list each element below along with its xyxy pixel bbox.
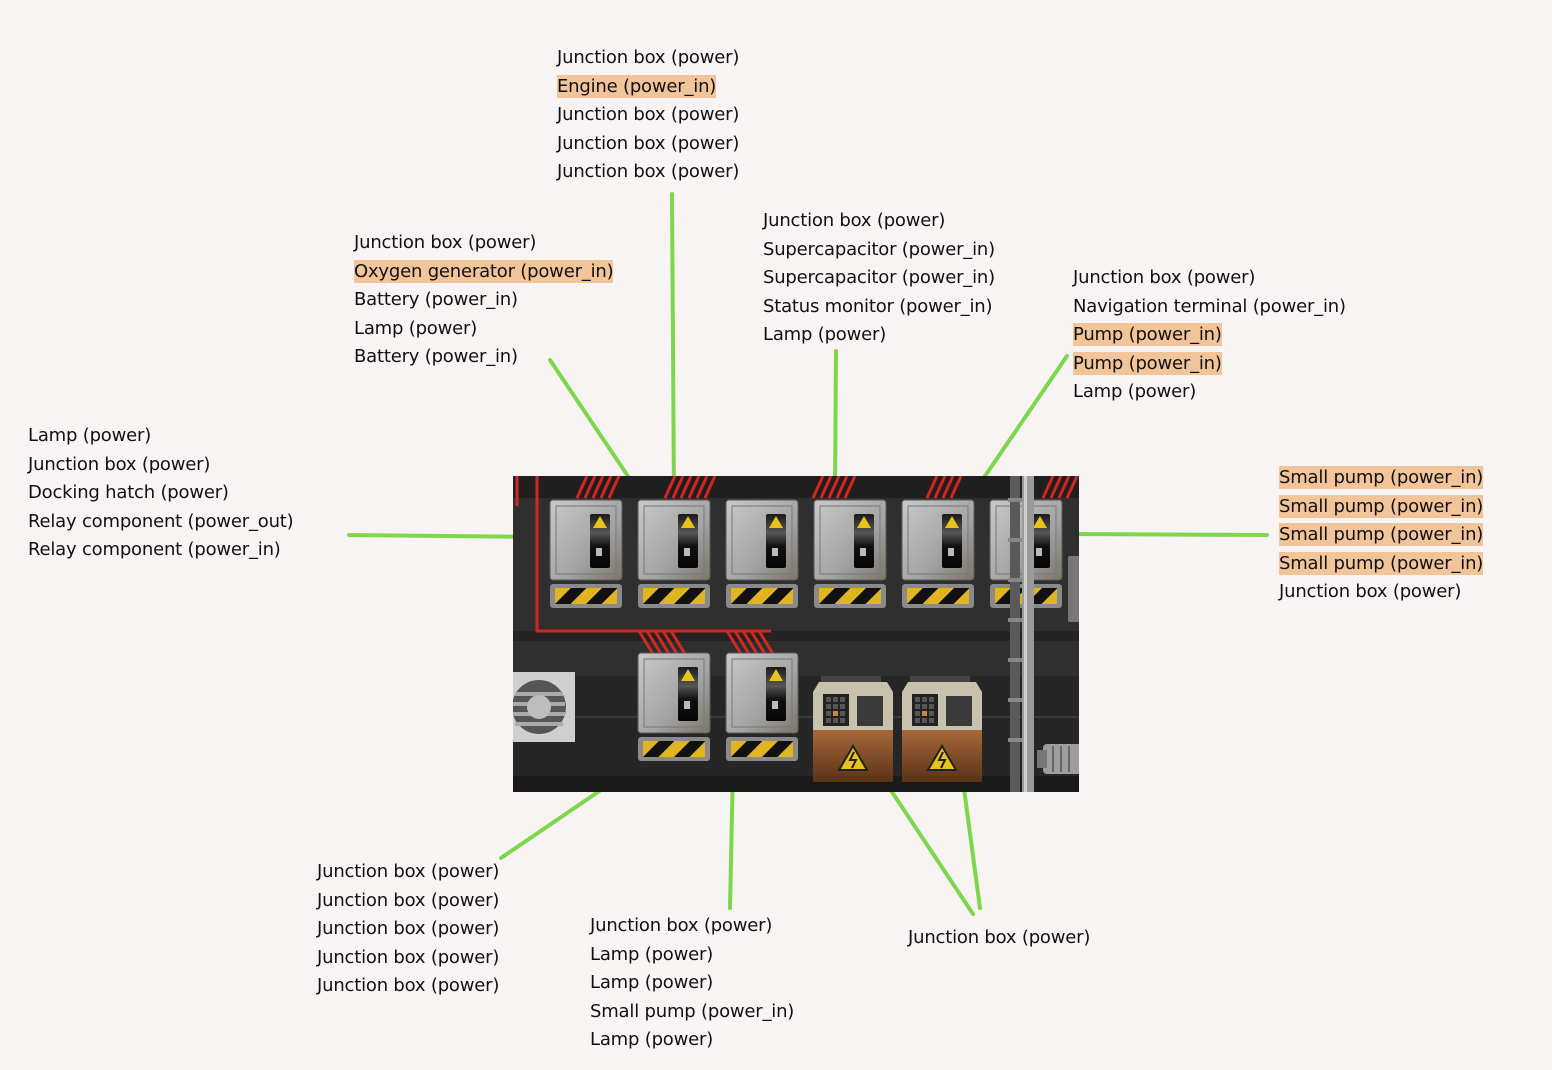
component-label-highlighted: Small pump (power_in) bbox=[1279, 523, 1484, 547]
connector-top-center bbox=[670, 192, 676, 500]
ladder bbox=[1008, 476, 1034, 792]
component-label: Relay component (power_in) bbox=[28, 539, 281, 561]
label-group-bottom-middle: Junction box (power) Lamp (power) Lamp (… bbox=[590, 912, 794, 1055]
component-label: Junction box (power) bbox=[317, 889, 500, 911]
component-label: Junction box (power) bbox=[590, 915, 773, 936]
component-label: Junction box (power) bbox=[1279, 581, 1462, 603]
label-group-bottom-right: Junction box (power) bbox=[908, 924, 1090, 953]
warning-icon bbox=[593, 516, 607, 528]
high-voltage-icon bbox=[837, 744, 869, 771]
component-label: Junction box (power) bbox=[317, 946, 500, 968]
component-label: Junction box (power) bbox=[557, 104, 740, 126]
component-label-highlighted: Small pump (power_in) bbox=[1279, 494, 1484, 518]
component-label-highlighted: Engine (power_in) bbox=[557, 74, 717, 98]
component-label: Junction box (power) bbox=[557, 132, 740, 154]
junction-box-top-4 bbox=[813, 499, 887, 608]
component-label-highlighted: Pump (power_in) bbox=[1073, 351, 1222, 375]
warning-icon bbox=[769, 669, 783, 681]
component-label: Navigation terminal (power_in) bbox=[1073, 295, 1346, 317]
vent-fan bbox=[513, 672, 575, 742]
component-label: Docking hatch (power) bbox=[28, 482, 229, 504]
relay-unit-2 bbox=[902, 676, 982, 782]
label-group-top-left: Junction box (power) Oxygen generator (p… bbox=[354, 229, 614, 372]
component-label: Junction box (power) bbox=[28, 453, 211, 475]
junction-box-top-1 bbox=[549, 499, 623, 608]
component-label: Junction box (power) bbox=[1073, 267, 1256, 288]
component-label: Junction box (power) bbox=[557, 47, 740, 68]
component-label: Lamp (power) bbox=[354, 317, 478, 339]
component-label: Junction box (power) bbox=[354, 232, 537, 253]
component-label: Small pump (power_in) bbox=[590, 1000, 795, 1022]
component-label: Junction box (power) bbox=[317, 918, 500, 940]
component-label: Junction box (power) bbox=[763, 210, 946, 231]
component-label: Junction box (power) bbox=[908, 927, 1091, 948]
label-group-top-center: Junction box (power) Engine (power_in) J… bbox=[557, 44, 739, 187]
label-group-left: Lamp (power) Junction box (power) Dockin… bbox=[28, 422, 294, 565]
warning-icon bbox=[769, 516, 783, 528]
warning-icon bbox=[857, 516, 871, 528]
component-label: Junction box (power) bbox=[317, 861, 500, 882]
power-room-scene bbox=[513, 476, 1079, 792]
component-label: Supercapacitor (power_in) bbox=[763, 238, 995, 260]
high-voltage-icon bbox=[926, 744, 958, 771]
connector-right bbox=[1064, 532, 1269, 537]
component-label-highlighted: Pump (power_in) bbox=[1073, 323, 1222, 347]
label-group-right: Small pump (power_in) Small pump (power_… bbox=[1279, 464, 1483, 607]
junction-box-top-5 bbox=[901, 499, 975, 608]
component-label-highlighted: Oxygen generator (power_in) bbox=[354, 259, 614, 283]
warning-icon bbox=[681, 516, 695, 528]
component-label: Relay component (power_out) bbox=[28, 510, 294, 532]
connector-bottom-right-b bbox=[960, 772, 982, 910]
warning-icon bbox=[681, 669, 695, 681]
component-label: Battery (power_in) bbox=[354, 346, 518, 368]
component-label: Lamp (power) bbox=[590, 1029, 714, 1051]
component-label: Junction box (power) bbox=[317, 975, 500, 997]
component-label: Lamp (power) bbox=[28, 425, 152, 446]
warning-icon bbox=[1033, 516, 1047, 528]
red-wires bbox=[515, 476, 1079, 655]
component-label: Lamp (power) bbox=[590, 943, 714, 965]
component-label-highlighted: Small pump (power_in) bbox=[1279, 551, 1484, 575]
junction-box-bottom-2 bbox=[725, 652, 799, 761]
component-label: Battery (power_in) bbox=[354, 289, 518, 311]
connector-bottom-right-a bbox=[880, 775, 975, 916]
component-label: Status monitor (power_in) bbox=[763, 295, 993, 317]
motor bbox=[1037, 744, 1079, 774]
wall-panel bbox=[1068, 556, 1079, 622]
relay-unit-1 bbox=[813, 676, 893, 782]
component-label: Lamp (power) bbox=[590, 972, 714, 994]
component-label-highlighted: Small pump (power_in) bbox=[1279, 466, 1484, 489]
junction-box-bottom-1 bbox=[637, 652, 711, 761]
scene-illustration bbox=[513, 476, 1079, 792]
component-label: Supercapacitor (power_in) bbox=[763, 267, 995, 289]
component-label: Lamp (power) bbox=[1073, 381, 1197, 403]
label-group-top-middle-right: Junction box (power) Supercapacitor (pow… bbox=[763, 207, 995, 350]
warning-icon bbox=[945, 516, 959, 528]
component-label: Junction box (power) bbox=[557, 161, 740, 183]
component-label: Lamp (power) bbox=[763, 324, 887, 346]
label-group-bottom-left: Junction box (power) Junction box (power… bbox=[317, 858, 499, 1001]
junction-box-top-3 bbox=[725, 499, 799, 608]
label-group-top-right: Junction box (power) Navigation terminal… bbox=[1073, 264, 1346, 407]
junction-box-top-2 bbox=[637, 499, 711, 608]
